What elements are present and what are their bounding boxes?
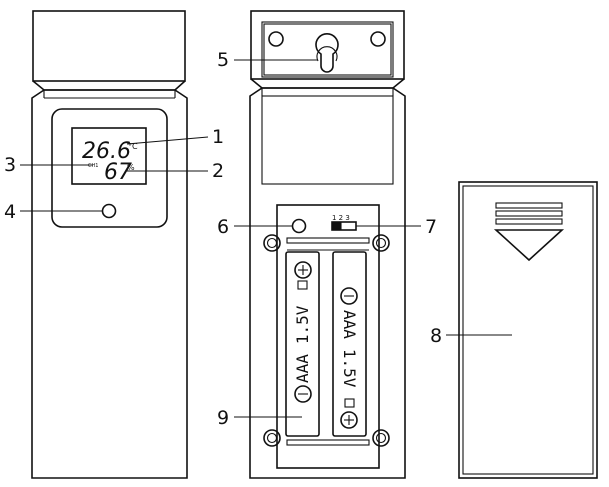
temperature-unit: °C — [128, 142, 138, 151]
back-body — [249, 87, 406, 479]
cover-grip-line-1 — [495, 202, 563, 209]
callout-8: 8 — [430, 325, 442, 347]
front-view: 26.6 °C 67 % CH1 1 2 3 4 — [4, 10, 224, 479]
front-top-clip — [32, 10, 186, 82]
lcd-screen — [71, 127, 147, 185]
battery-left: AAA1.5V — [285, 251, 320, 437]
screw-top-right — [372, 234, 390, 252]
callout-6: 6 — [217, 216, 229, 238]
battery-compartment — [276, 204, 380, 469]
channel-switch-positions: 1 2 3 — [332, 214, 350, 222]
keyhole-hanger — [315, 33, 339, 73]
battery-left-minus-icon — [294, 385, 312, 403]
display-frame — [51, 108, 168, 228]
led-indicator — [101, 203, 117, 219]
battery-right-label: AAA1.5V — [340, 310, 359, 388]
screw-bottom-right — [372, 429, 390, 447]
callout-7: 7 — [425, 216, 437, 238]
back-top-clip — [250, 10, 405, 80]
front-clip-band — [32, 80, 186, 91]
callout-4: 4 — [4, 201, 16, 223]
callout-3: 3 — [4, 154, 16, 176]
clip-hole-right — [370, 31, 386, 47]
battery-left-plus-icon — [294, 261, 312, 279]
callout-2: 2 — [212, 160, 224, 182]
back-view: 1 2 3 AAA1.5V AAA1.5V — [217, 10, 437, 479]
cover-grip-line-2 — [495, 210, 563, 217]
callout-9: 9 — [217, 407, 229, 429]
channel-indicator: CH1 — [88, 163, 98, 169]
screw-bottom-left — [263, 429, 281, 447]
callout-1: 1 — [212, 126, 224, 148]
cover-arrow-icon — [493, 229, 565, 262]
front-body — [31, 89, 188, 479]
battery-cover: 8 — [430, 181, 598, 479]
battery-right: AAA1.5V — [332, 251, 367, 437]
screw-top-left — [263, 234, 281, 252]
clip-hole-left — [268, 31, 284, 47]
battery-right-minus-icon — [340, 287, 358, 305]
temperature-value: 26.6 — [82, 139, 131, 164]
reset-button[interactable] — [291, 218, 307, 234]
callout-5: 5 — [217, 49, 229, 71]
battery-left-label: AAA1.5V — [293, 305, 312, 383]
cover-body — [458, 181, 598, 479]
battery-right-plus-icon — [340, 411, 358, 429]
cover-grip-line-3 — [495, 218, 563, 225]
humidity-value: 67 — [104, 160, 132, 185]
humidity-unit: % — [127, 163, 135, 172]
